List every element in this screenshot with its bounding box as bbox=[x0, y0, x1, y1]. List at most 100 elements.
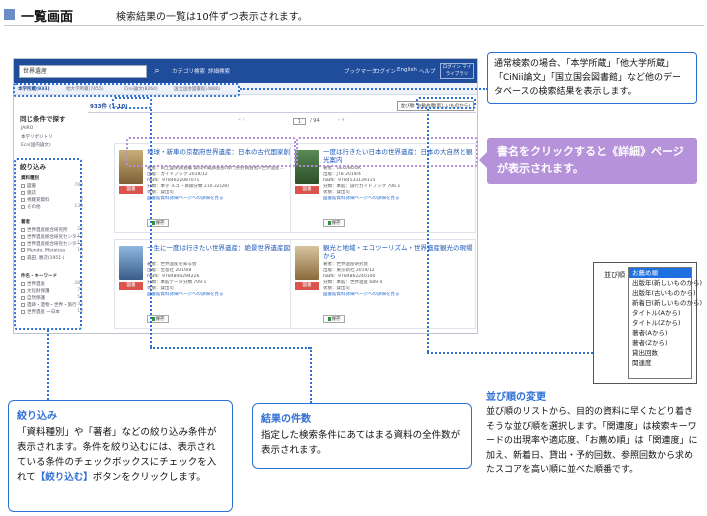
facet-checkbox[interactable] bbox=[21, 190, 25, 195]
facet-checkbox[interactable] bbox=[21, 281, 25, 286]
facet-label: 雑誌 bbox=[27, 191, 36, 196]
narrow-connector-line bbox=[47, 330, 49, 400]
save-button[interactable]: 保存 bbox=[323, 315, 345, 323]
facet-checkbox[interactable] bbox=[21, 204, 25, 209]
narrow-button-text: 【絞り込む】 bbox=[35, 472, 93, 483]
bookmark-icon bbox=[151, 316, 155, 321]
count-callout-title: 結果の件数 bbox=[261, 414, 311, 425]
top-link-english[interactable]: English bbox=[397, 67, 417, 73]
facet-label: 文化財保護 bbox=[27, 289, 50, 294]
result-card: 図書 一度は行きたい日本の世界遺産：日本の大自然と観光案内 著者：GEO/BOO… bbox=[290, 143, 476, 233]
meta-line: ISBN：9784862240100 bbox=[323, 274, 376, 279]
facet-checkbox[interactable] bbox=[21, 227, 25, 232]
detail-link[interactable]: 図書館資料詳細ページへの詳細を見る bbox=[323, 196, 400, 201]
sort-options-list[interactable]: お薦め順 出版年(新しいものから) 出版年(古いものから) 新着日(新しいものか… bbox=[628, 267, 703, 379]
meta-line: ISBN：9784533139115 bbox=[323, 178, 376, 183]
save-button[interactable]: 保存 bbox=[147, 315, 169, 323]
facet-label: 世界遺産総合研究センター bbox=[27, 242, 81, 247]
same-condition-item[interactable]: 本学リポジトリ bbox=[21, 135, 53, 140]
same-condition-item[interactable]: JAIRO bbox=[21, 126, 34, 131]
save-label: 保存 bbox=[155, 221, 165, 226]
save-button[interactable]: 保存 bbox=[323, 219, 345, 227]
facet-checkbox[interactable] bbox=[21, 234, 25, 239]
meta-line: 分類：本館：世界遺産 689.4 bbox=[323, 280, 383, 285]
sort-option[interactable]: 関連度 bbox=[632, 359, 652, 367]
top-link-bookmark[interactable]: ブックマーク bbox=[344, 69, 378, 75]
facet-checkbox[interactable] bbox=[21, 248, 25, 252]
sort-option[interactable]: 出版年(新しいものから) bbox=[632, 279, 703, 287]
results-screenshot: 世界遺産 ⌕ カテゴリ検索 詳細検索 ブックマーク ログイン English ヘ… bbox=[13, 58, 478, 334]
result-card: 図書 一生に一度は行きたい世界遺産：絶景世界遺産図鑑 著者：世界遺産を知る会 出… bbox=[114, 239, 300, 329]
meta-line: 状態：貸出可 bbox=[323, 190, 350, 195]
facet-checkbox[interactable] bbox=[21, 197, 25, 202]
same-condition-heading: 同じ条件で探す bbox=[20, 115, 66, 123]
facet-group-keyword: 件名・キーワード bbox=[21, 274, 57, 279]
result-title-link[interactable]: 地球・新車の京都府世界遺産：日本の古代国家創生 bbox=[147, 148, 297, 156]
my-library-button[interactable]: ログイン マイライブラリ bbox=[440, 63, 474, 79]
facet-checkbox[interactable] bbox=[21, 183, 25, 188]
facet-checkbox[interactable] bbox=[21, 309, 25, 314]
db-callout: 通常検索の場合、「本学所蔵」「他大学所蔵」「CiNii論文」「国立国会図書館」な… bbox=[487, 52, 697, 104]
page-title: 一覧画面 bbox=[21, 10, 74, 25]
facet-checkbox[interactable] bbox=[21, 288, 25, 293]
prev-page-icon[interactable]: « ‹ bbox=[238, 117, 245, 123]
sort-option[interactable]: 著者(Aから) bbox=[632, 329, 668, 337]
bookmark-icon bbox=[327, 220, 331, 225]
top-link-help[interactable]: ヘルプ bbox=[419, 69, 436, 75]
meta-line: 分類：本館：旅行ガイドブック 706.1 bbox=[323, 184, 401, 189]
count-callout-body: 指定した検索条件にあてはまる資料の全件数が表示されます。 bbox=[261, 430, 461, 456]
meta-line: 著者：世界遺産を知る会 bbox=[147, 262, 197, 267]
detail-link[interactable]: 図書館資料詳細ページへの詳細を見る bbox=[323, 292, 400, 297]
db-tab-other-univ[interactable]: 他大学所蔵(7455) bbox=[66, 87, 104, 92]
facet-checkbox[interactable] bbox=[21, 302, 25, 307]
meta-line: 分類：本館データ分類 709.1 bbox=[147, 280, 207, 285]
sort-option[interactable]: 貸出回数 bbox=[632, 349, 658, 357]
sort-option[interactable]: タイトル(Zから) bbox=[632, 319, 681, 327]
narrow-callout-body: 「資料種別」や「著者」などの絞り込み条件が表示されます。条件を絞り込むには、表示… bbox=[17, 425, 224, 485]
search-input[interactable]: 世界遺産 bbox=[19, 65, 147, 78]
book-cover bbox=[295, 150, 319, 184]
detail-link[interactable]: 図書館資料詳細ページへの詳細を見る bbox=[147, 196, 224, 201]
meta-line: 著者：世界遺産研究会 bbox=[323, 262, 368, 267]
save-button[interactable]: 保存 bbox=[147, 219, 169, 227]
nav-category-search[interactable]: カテゴリ検索 bbox=[172, 69, 206, 75]
result-title-link[interactable]: 観光と地域・エコツーリズム・世界遺産観光の現場から bbox=[323, 244, 473, 260]
sort-label: 並び順 bbox=[604, 271, 625, 279]
db-tabs-highlight bbox=[13, 83, 240, 97]
narrow-heading: 絞り込み bbox=[20, 163, 46, 171]
db-tab-own[interactable]: 本学所蔵(933) bbox=[18, 87, 50, 92]
sort-option[interactable]: お薦め順 bbox=[629, 268, 691, 278]
save-label: 保存 bbox=[155, 317, 165, 322]
facet-label: 世界遺産総合研究センター bbox=[27, 235, 81, 240]
next-page-icon[interactable]: › » bbox=[338, 117, 345, 123]
facet-checkbox[interactable] bbox=[21, 255, 25, 260]
db-tab-cinii[interactable]: Cinii論文(8264) bbox=[124, 87, 158, 92]
narrow-callout: 絞り込み 「資料種別」や「著者」などの絞り込み条件が表示されます。条件を絞り込む… bbox=[8, 400, 233, 512]
result-title-link[interactable]: 一度は行きたい日本の世界遺産：日本の大自然と観光案内 bbox=[323, 148, 473, 164]
meta-line: 出版：宝島社 2019/8 bbox=[147, 268, 192, 273]
result-title-link[interactable]: 一生に一度は行きたい世界遺産：絶景世界遺産図鑑 bbox=[147, 244, 297, 252]
sort-option[interactable]: 新着日(新しいものから) bbox=[632, 299, 703, 307]
nav-advanced-search[interactable]: 詳細検索 bbox=[208, 69, 231, 75]
same-condition-item[interactable]: Ecn(国内論文) bbox=[21, 143, 51, 148]
detail-link[interactable]: 図書館資料詳細ページへの詳細を見る bbox=[147, 292, 224, 297]
result-meta: 著者：世界遺産を知る会 出版：宝島社 2019/8 ISBN：978480029… bbox=[147, 262, 297, 298]
facet-checkbox[interactable] bbox=[21, 295, 25, 300]
type-badge: 図書 bbox=[119, 282, 143, 290]
sort-option[interactable]: タイトル(Aから) bbox=[632, 309, 681, 317]
search-icon[interactable]: ⌕ bbox=[154, 66, 160, 76]
facet-checkbox[interactable] bbox=[21, 241, 25, 246]
top-link-login[interactable]: ログイン bbox=[374, 69, 397, 75]
type-badge: 図書 bbox=[295, 186, 319, 194]
sort-option[interactable]: 著者(Zから) bbox=[632, 339, 668, 347]
page-input[interactable]: 1 bbox=[293, 118, 306, 125]
top-bar: 世界遺産 ⌕ カテゴリ検索 詳細検索 ブックマーク ログイン English ヘ… bbox=[14, 59, 477, 83]
meta-line: 状態：貸出可 bbox=[147, 190, 174, 195]
db-tab-ndl[interactable]: 国立国会図書館(4886) bbox=[174, 87, 221, 92]
result-meta: 著者：GEO/BOOK 出版：JTB 2019/4 ISBN：978453313… bbox=[323, 166, 473, 202]
sort-option[interactable]: 出版年(古いものから) bbox=[632, 289, 696, 297]
page-total: / 94 bbox=[310, 118, 320, 124]
